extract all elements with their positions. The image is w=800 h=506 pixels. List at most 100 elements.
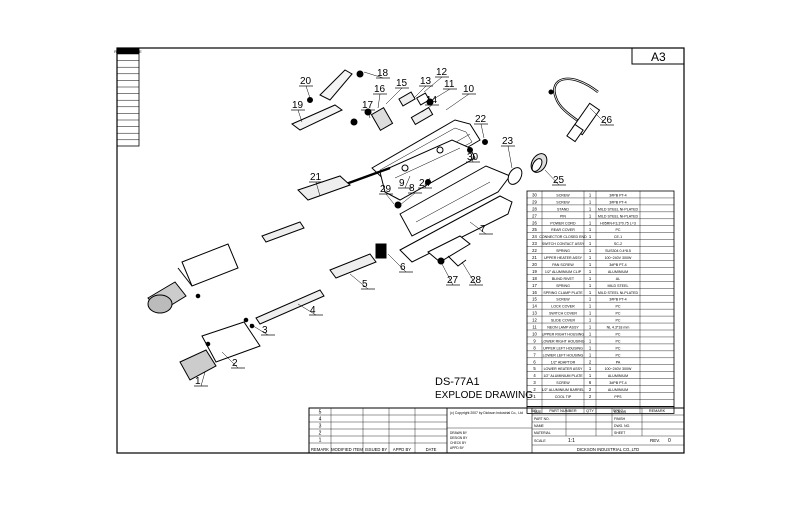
revision-note-grid: REVISION NOTE <box>114 47 142 147</box>
balloon-18: 18 <box>363 68 390 79</box>
bom-qty: 1 <box>589 331 592 336</box>
balloon-number: 2 <box>232 358 238 369</box>
balloon-10: 10 <box>445 84 476 111</box>
bom-spec: H05RN-F3,3*0.75 L=3 <box>600 221 636 225</box>
bom-spec: PPS <box>614 395 622 399</box>
balloon-27: 27 <box>441 263 460 286</box>
bom-qty: 2 <box>589 394 592 399</box>
balloon-21: 21 <box>309 172 323 197</box>
balloon-28: 28 <box>461 261 483 286</box>
bom-spec: 3#PB PT-4 <box>609 381 626 385</box>
balloon-24: 24 <box>418 177 432 189</box>
bom-spec: ALUMINIUM <box>608 374 628 378</box>
balloon-13: 13 <box>413 76 433 99</box>
bom-item-no: 12 <box>532 318 537 323</box>
bom-qty: 1 <box>589 345 592 350</box>
revision-number: 1 <box>319 438 322 444</box>
balloon-number: 17 <box>362 100 374 111</box>
bom-part-name: SPRING <box>556 284 570 288</box>
bom-spec: PC <box>616 353 621 357</box>
bom-spec: PC <box>616 339 621 343</box>
revision-number: 2 <box>319 431 322 437</box>
balloon-26: 26 <box>589 107 614 126</box>
bom-item-no: 4 <box>533 373 536 378</box>
title-field: MATERIAL <box>534 431 551 435</box>
adaptor <box>375 243 387 259</box>
rev-label: REV. <box>650 438 660 443</box>
bom-spec: PC <box>616 228 621 232</box>
bom-item-no: 22 <box>532 248 537 253</box>
bom-spec: ALUMINIUM <box>608 270 628 274</box>
bom-spec: MILD STEEL Ni-PLATED <box>598 291 639 295</box>
rev-value: 0 <box>668 438 671 444</box>
balloon-number: 27 <box>447 275 459 286</box>
bom-qty: 1 <box>589 234 592 239</box>
bom-part-name: LOWER HEATER ASSY <box>544 367 583 371</box>
bom-spec: PC <box>616 305 621 309</box>
balloon-30: 30 <box>466 147 480 163</box>
balloon-number: 25 <box>553 175 565 186</box>
bom-qty: 1 <box>589 262 592 267</box>
balloon-number: 7 <box>480 224 486 235</box>
revision-number: 4 <box>319 417 322 423</box>
balloon-number: 8 <box>409 183 415 194</box>
balloon-19: 19 <box>291 100 305 123</box>
bom-qty: 1 <box>589 311 592 316</box>
bom-item-no: 9 <box>533 338 536 343</box>
balloon-number: 16 <box>374 84 386 95</box>
balloon-number: 21 <box>310 172 322 183</box>
bom-item-no: 16 <box>532 290 537 295</box>
balloon-number: 13 <box>420 76 432 87</box>
bom-qty: 2 <box>589 359 592 364</box>
bom-item-no: 20 <box>532 262 537 267</box>
lower-left-housing <box>399 195 513 263</box>
bom-spec: MILD STEEL <box>608 284 629 288</box>
balloon-number: 20 <box>300 76 312 87</box>
bom-part-name: PAN SCREW <box>552 263 574 267</box>
bom-qty: 1 <box>589 248 592 253</box>
revision-note-label: REVISION NOTE <box>114 50 142 54</box>
bom-part-name: SWITCH CONTACT ASSY <box>542 242 585 246</box>
balloon-number: 18 <box>377 68 389 79</box>
title-field: APPD BY <box>450 446 465 450</box>
aluminium-plate <box>255 289 325 325</box>
bom-part-name: UPPER RIGHT HOUSING <box>542 332 584 336</box>
slide-cover <box>398 91 416 107</box>
bom-qty: 1 <box>589 325 592 330</box>
balloon-16: 16 <box>373 84 387 109</box>
switch-cover <box>415 92 431 106</box>
bom-item-no: 11 <box>532 325 537 330</box>
balloon-4: 4 <box>297 303 323 316</box>
bom-spec: 100~240V 300W <box>605 256 632 260</box>
balloon-29: 29 <box>379 184 395 205</box>
switch-contact <box>507 167 523 185</box>
balloon-number: 14 <box>426 95 438 106</box>
bom-spec: SC-2 <box>614 242 622 246</box>
title-field: DRAWN BY <box>450 431 468 435</box>
bom-part-name: REAR COVER <box>551 228 575 232</box>
bom-part-name: UPPER HEATER ASSY <box>544 256 583 260</box>
balloon-number: 11 <box>444 79 455 90</box>
bom-qty: 1 <box>589 283 592 288</box>
aluminium-clip <box>291 104 343 131</box>
bom-item-no: 1 <box>533 394 536 399</box>
balloon-6: 6 <box>387 253 413 273</box>
balloon-2: 2 <box>221 351 245 369</box>
bom-qty: 1 <box>589 213 592 218</box>
bom-part-name: SWITCH COVER <box>549 312 577 316</box>
bom-qty: 1 <box>589 297 592 302</box>
bom-spec: 3#PB PT-4 <box>609 193 626 197</box>
balloon-number: 24 <box>419 178 431 189</box>
bom-qty: 1 <box>589 199 592 204</box>
balloon-number: 19 <box>292 100 304 111</box>
